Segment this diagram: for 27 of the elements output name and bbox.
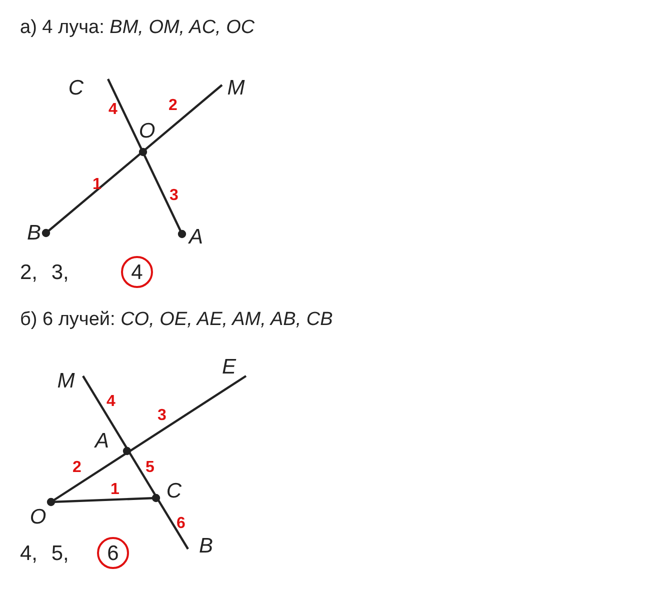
point-label: C bbox=[68, 78, 84, 98]
circled-answer: 4 bbox=[121, 256, 153, 288]
point-label: O bbox=[138, 120, 156, 142]
segment-number: 3 bbox=[170, 188, 178, 204]
answer-text: 4, 5, bbox=[20, 543, 69, 564]
segment-number: 1 bbox=[92, 177, 102, 193]
point-label: A bbox=[189, 226, 203, 248]
segment-number: 4 bbox=[106, 394, 116, 410]
point-label: A bbox=[95, 430, 109, 452]
heading-text: б) 6 лучей: CO, OE, AE, AM, AB, CB bbox=[20, 310, 333, 329]
point-label: M bbox=[227, 78, 245, 98]
segment-number: 5 bbox=[146, 460, 154, 476]
segment-number: 1 bbox=[110, 482, 120, 498]
point-label: B bbox=[27, 222, 41, 244]
heading-text: а) 4 луча: BM, OM, AC, OC bbox=[20, 18, 255, 37]
circled-answer: 6 bbox=[97, 537, 129, 569]
point-label: C bbox=[166, 480, 182, 502]
segment-number: 2 bbox=[72, 460, 82, 476]
point-label: B bbox=[199, 536, 213, 556]
segment-number: 4 bbox=[108, 102, 118, 118]
segment-number: 3 bbox=[158, 408, 166, 424]
point-label: M bbox=[57, 370, 75, 392]
point-label: E bbox=[222, 356, 236, 378]
segment-number: 6 bbox=[176, 516, 186, 532]
point-label: O bbox=[30, 506, 46, 528]
segment-number: 2 bbox=[168, 98, 178, 114]
answer-text: 2, 3, bbox=[20, 262, 69, 283]
